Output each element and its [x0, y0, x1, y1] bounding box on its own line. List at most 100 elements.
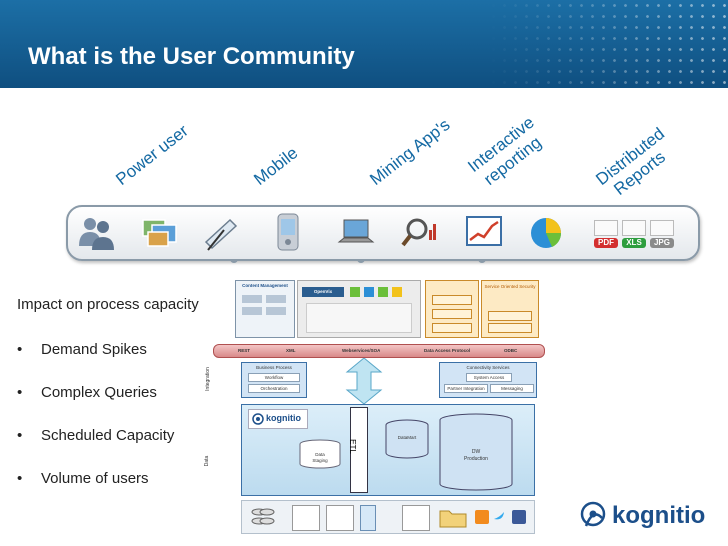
photos-icon	[142, 219, 177, 247]
dashboard-content	[306, 303, 412, 333]
dashboard-widget	[378, 287, 388, 297]
bullet-glyph: •	[17, 384, 23, 401]
bullet-item: •Volume of users	[17, 470, 149, 487]
database-stack-icon	[251, 508, 275, 525]
kognitio-logo: kognitio	[578, 498, 718, 538]
dw-production-cylinder	[439, 413, 513, 491]
bar-label: ODBC	[504, 348, 518, 353]
bullet-glyph: •	[17, 427, 23, 444]
dw-label-line1: DW	[471, 449, 481, 455]
reporting-tools-box	[425, 280, 479, 338]
cm-sub-box	[242, 307, 262, 315]
bar-tick	[230, 257, 238, 263]
facebook-icon	[512, 510, 526, 524]
system-access-label: System Access	[466, 373, 512, 382]
business-process-label: Business Process	[256, 365, 292, 370]
integration-bar: REST XML Webservices/SOA Data Access Pro…	[213, 344, 545, 358]
chart-thumb-icon	[326, 505, 354, 531]
business-process-box: Business Process Workflow Orchestration	[241, 362, 307, 398]
cm-sub-box	[266, 295, 286, 303]
openvix-label: OpenVix	[302, 287, 344, 297]
table-thumb-icon	[292, 505, 320, 531]
datamart-label: DataMart	[397, 435, 417, 440]
kognitio-mini-logo: kognitio	[248, 409, 308, 429]
cm-sub-box	[266, 307, 286, 315]
category-power-user: Power user	[112, 121, 192, 189]
etl-box: ETL	[347, 407, 368, 493]
users-icon	[79, 218, 114, 250]
dashboard-widget	[364, 287, 374, 297]
xls-badge: XLS	[622, 238, 646, 248]
category-mining-apps: Mining App's	[366, 115, 454, 189]
dashboard-widget	[350, 287, 360, 297]
dw-label-line2: Production	[464, 456, 488, 462]
category-mobile: Mobile	[250, 143, 302, 189]
bullet-item: • Complex Queries	[17, 384, 157, 401]
jpg-badge: JPG	[650, 238, 674, 248]
magnifier-chart-icon	[401, 218, 436, 247]
bullet-text: Demand Spikes	[41, 341, 147, 358]
connectivity-label: Connectivity Services	[466, 365, 510, 370]
bullet-item: • Demand Spikes	[17, 341, 147, 358]
line-chart-icon	[466, 216, 502, 246]
security-slot	[488, 323, 532, 333]
architecture-diagram: Content Management OpenVix Service Orien…	[204, 278, 550, 536]
double-arrow-icon	[345, 358, 383, 404]
tool-slot	[432, 309, 472, 319]
tool-slot	[432, 323, 472, 333]
document-thumb-icon	[402, 505, 430, 531]
pie-chart-icon	[531, 218, 562, 248]
slide-title: What is the User Community	[28, 43, 355, 70]
bullet-text: Complex Queries	[41, 384, 157, 401]
content-management-label: Content Management	[242, 283, 288, 288]
laptop-icon	[337, 219, 375, 243]
tool-slot	[432, 295, 472, 305]
kognitio-mini-text: kognitio	[266, 413, 301, 423]
datamart-cylinder	[385, 419, 429, 459]
tablet-icon	[204, 218, 238, 251]
messaging-label: Messaging	[490, 384, 534, 393]
security-slot	[488, 311, 532, 321]
pdf-file-icon	[594, 220, 618, 236]
social-icons	[475, 510, 526, 524]
bullet-text: Scheduled Capacity	[41, 427, 175, 444]
bullet-text: Volume of users	[41, 470, 149, 487]
bar-label: XML	[286, 348, 296, 353]
bottom-icon-strip	[241, 500, 535, 534]
service-oriented-label: Service Oriented Security	[484, 284, 536, 289]
bar-label: REST	[238, 348, 251, 353]
pda-icon	[277, 213, 299, 251]
report-files-icon: PDF XLS JPG	[592, 218, 688, 252]
bullet-item: • Scheduled Capacity	[17, 427, 174, 444]
integration-side-label: Integration	[205, 367, 211, 391]
connectivity-services-box: Connectivity Services System Access Part…	[439, 362, 537, 398]
bar-label: Webservices/SOA	[342, 348, 381, 353]
twitter-icon	[494, 512, 504, 520]
slide-header	[0, 0, 728, 88]
impact-heading: Impact on process capacity	[17, 296, 199, 313]
orchestration-label: Orchestration	[248, 384, 300, 393]
data-staging-line2: Staging	[312, 458, 328, 463]
partner-integration-label: Partner Integration	[444, 384, 488, 393]
kognitio-logo-text: kognitio	[612, 502, 706, 529]
kognitio-mini-icon	[252, 413, 264, 425]
header-dot-pattern	[488, 0, 728, 88]
service-oriented-security-box: Service Oriented Security	[481, 280, 539, 338]
bullet-glyph: •	[17, 341, 23, 358]
data-staging-line1: Data	[315, 452, 325, 457]
kognitio-logo-icon	[580, 501, 606, 527]
bar-tick	[357, 257, 365, 263]
bar-label: Data Access Protocol	[424, 348, 471, 353]
data-side-label: Data	[204, 455, 210, 467]
jpg-file-icon	[650, 220, 674, 236]
data-staging-cylinder	[299, 439, 341, 469]
server-icon	[360, 505, 376, 531]
pdf-badge: PDF	[594, 238, 618, 248]
rss-icon	[475, 510, 489, 524]
cm-sub-box	[242, 295, 262, 303]
etl-label: ETL	[347, 439, 357, 454]
content-management-box: Content Management	[235, 280, 295, 338]
openvix-dashboard-box: OpenVix	[297, 280, 421, 338]
xls-file-icon	[622, 220, 646, 236]
bar-tick	[478, 257, 486, 263]
